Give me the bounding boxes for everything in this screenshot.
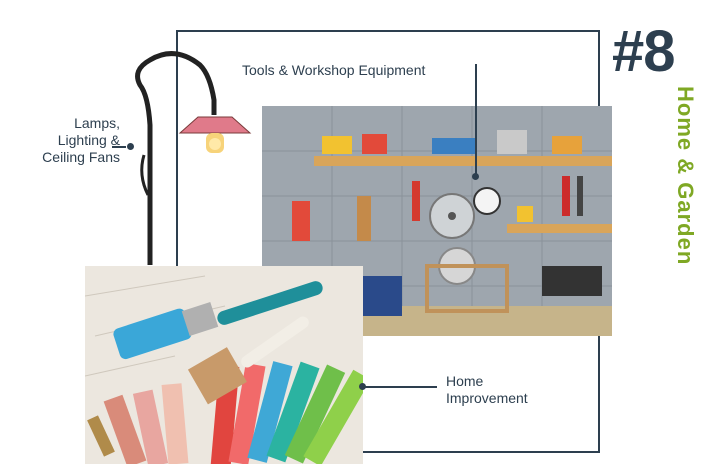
lamps-connector [112, 146, 126, 148]
home-connector-dot [359, 383, 366, 390]
home-connector [365, 386, 437, 388]
tools-connector [475, 64, 477, 176]
tools-connector-dot [472, 173, 479, 180]
home-label: Home Improvement [446, 373, 528, 407]
home-label-line-2: Improvement [446, 390, 528, 406]
home-label-line-1: Home [446, 373, 484, 389]
rank-number: #8 [612, 19, 676, 84]
category-title: Home & Garden [673, 86, 698, 266]
lamp-post-image [135, 51, 252, 265]
lamps-connector-dot [127, 143, 134, 150]
paint-image [85, 266, 363, 464]
tools-label: Tools & Workshop Equipment [242, 62, 426, 78]
lamps-label: Lamps, Lighting & Ceiling Fans [12, 115, 120, 166]
lamps-label-line-1: Lamps, [74, 115, 120, 131]
lamps-label-line-3: Ceiling Fans [42, 149, 120, 165]
lamps-label-line-2: Lighting & [57, 132, 120, 148]
